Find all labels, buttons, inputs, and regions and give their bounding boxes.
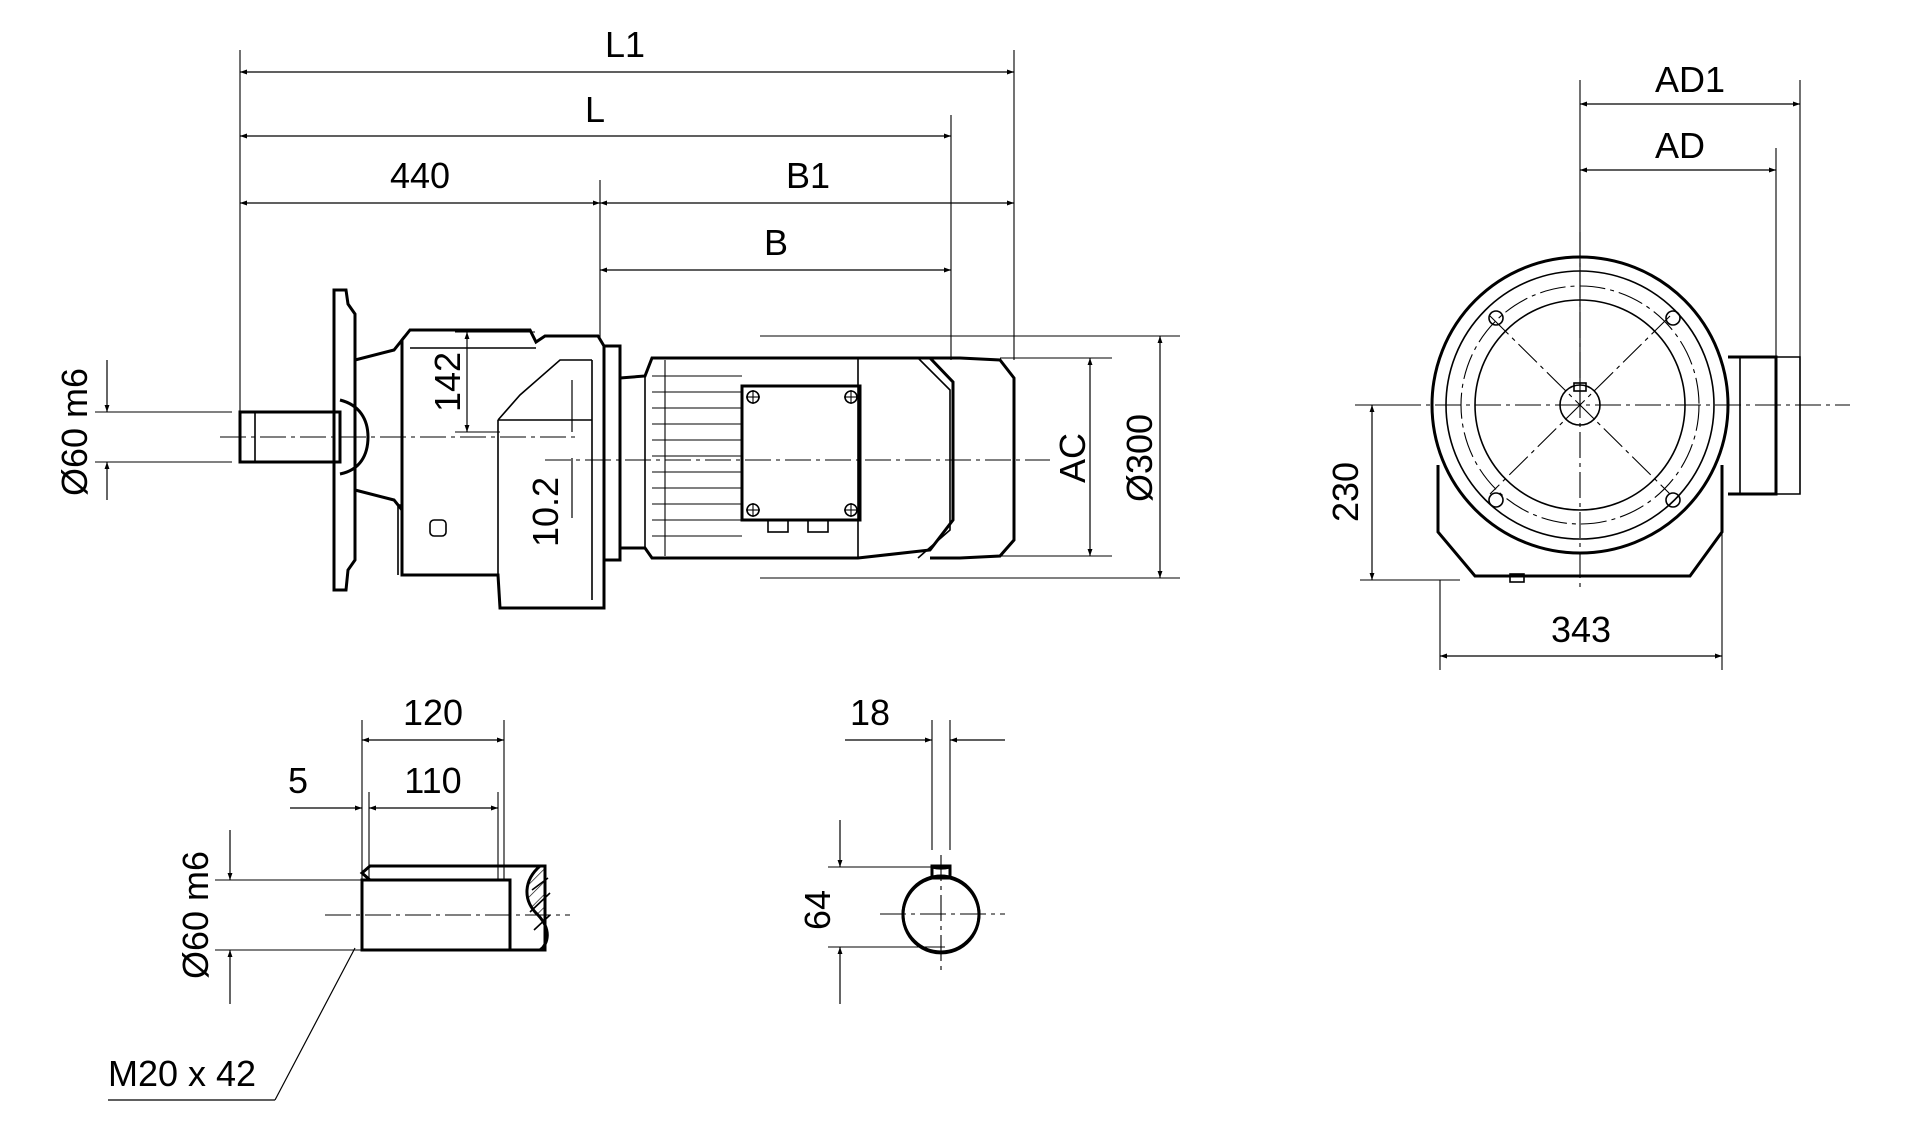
side-extension-lines <box>95 50 1180 579</box>
output-shaft <box>238 410 342 464</box>
output-flange <box>332 288 404 592</box>
shaft-dimension-lines <box>108 737 504 1101</box>
dim-5: 5 <box>288 760 308 801</box>
dim-18: 18 <box>850 692 890 733</box>
dim-L1: L1 <box>605 24 645 65</box>
end-housing <box>1430 255 1801 583</box>
section-dimension-lines <box>837 737 1005 1004</box>
dim-B: B <box>764 222 788 263</box>
terminal-box <box>740 384 862 533</box>
dim-343: 343 <box>1551 609 1611 650</box>
dim-142: 142 <box>427 352 468 412</box>
dim-300: Ø300 <box>1119 414 1160 502</box>
dim-440: 440 <box>390 155 450 196</box>
dim-AC: AC <box>1052 433 1093 483</box>
dim-AD1: AD1 <box>1655 59 1725 100</box>
dim-230: 230 <box>1325 462 1366 522</box>
end-dimension-lines <box>1369 101 1800 659</box>
side-dimension-lines <box>104 69 1163 578</box>
motor-cooling-fins <box>652 360 742 556</box>
dim-B1: B1 <box>786 155 830 196</box>
mounting-holes <box>1488 310 1681 508</box>
dim-shaft-diameter: Ø60 m6 <box>54 368 95 496</box>
side-view: L1 L 440 B1 B Ø60 m6 142 10.2 AC Ø300 <box>54 24 1180 610</box>
dim-shaft-detail-diameter: Ø60 m6 <box>175 851 216 979</box>
side-centerlines <box>220 436 1050 461</box>
shaft-body <box>359 864 551 952</box>
section-extension-lines <box>828 720 951 948</box>
section-centerlines <box>880 855 1005 975</box>
dim-thread: M20 x 42 <box>108 1053 256 1094</box>
end-centerlines <box>1355 232 1850 590</box>
shaft-detail: 120 5 110 Ø60 m6 M20 x 42 <box>108 692 570 1101</box>
dim-L: L <box>585 89 605 130</box>
motor-body <box>618 356 1016 560</box>
dim-64: 64 <box>797 890 838 930</box>
dim-110: 110 <box>404 760 461 801</box>
dim-10-2: 10.2 <box>525 477 566 547</box>
section-detail: 18 64 <box>797 692 1005 1004</box>
dim-120: 120 <box>403 692 463 733</box>
shaft-extension-lines <box>215 720 505 951</box>
dim-AD: AD <box>1655 125 1705 166</box>
end-view: AD1 AD 230 343 <box>1325 59 1850 670</box>
